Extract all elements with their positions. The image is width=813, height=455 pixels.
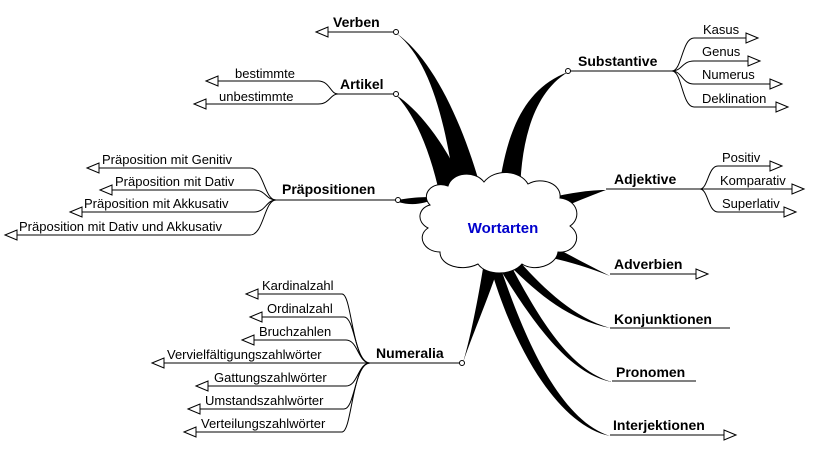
arrowhead-icon xyxy=(775,101,790,113)
child-label[interactable]: Kardinalzahl xyxy=(262,278,334,293)
connector-substantive xyxy=(498,72,568,200)
arrowhead-icon xyxy=(68,206,83,218)
connector-numeralia xyxy=(462,262,500,366)
child-label[interactable]: Vervielfältigungszahlwörter xyxy=(167,347,322,362)
branch-konjunktionen[interactable]: Konjunktionen xyxy=(610,311,730,329)
branch-verben[interactable]: Verben xyxy=(314,14,399,38)
child-label[interactable]: Verteilungszahlwörter xyxy=(201,416,326,431)
main-connectors xyxy=(396,33,612,436)
branch-label-numeralia[interactable]: Numeralia xyxy=(376,345,444,361)
child-label[interactable]: bestimmte xyxy=(235,66,295,81)
branch-label-substantive[interactable]: Substantive xyxy=(578,53,658,69)
branch-interjektionen[interactable]: Interjektionen xyxy=(610,417,738,441)
connector-pronomen xyxy=(498,264,612,382)
arrowhead-icon xyxy=(192,98,207,110)
child-label[interactable]: Umstandszahlwörter xyxy=(205,393,324,408)
branch-adverbien[interactable]: Adverbien xyxy=(610,256,710,280)
connector-interjektionen xyxy=(490,266,610,436)
arrowhead-icon xyxy=(85,162,100,174)
child-label[interactable]: Superlativ xyxy=(722,196,780,211)
child-label[interactable]: Numerus xyxy=(702,67,755,82)
arrowhead-icon xyxy=(783,206,798,218)
arrowhead-icon xyxy=(769,160,784,172)
branch-praepositionen[interactable]: Präpositionen Präposition mit Genitiv Pr… xyxy=(3,152,401,241)
child-label[interactable]: Präposition mit Genitiv xyxy=(102,152,233,167)
branch-label-adjektive[interactable]: Adjektive xyxy=(614,171,676,187)
branch-label-adverbien[interactable]: Adverbien xyxy=(614,256,682,272)
branch-substantive[interactable]: Substantive Kasus Genus Numerus Deklinat… xyxy=(565,22,790,113)
branch-pronomen[interactable]: Pronomen xyxy=(612,364,696,382)
arrowhead-icon xyxy=(186,403,201,415)
arrowhead-icon xyxy=(204,75,219,87)
arrowhead-icon xyxy=(194,380,209,392)
branch-label-artikel[interactable]: Artikel xyxy=(340,76,384,92)
arrowhead-icon xyxy=(3,229,18,241)
arrowhead-icon xyxy=(791,183,806,195)
arrowhead-icon xyxy=(244,288,259,300)
connector-verben xyxy=(396,33,482,192)
arrowhead-icon xyxy=(240,334,255,346)
branch-label-pronomen[interactable]: Pronomen xyxy=(616,364,685,380)
child-label[interactable]: Gattungszahlwörter xyxy=(214,370,327,385)
arrowhead-icon xyxy=(723,429,738,441)
arrowhead-icon xyxy=(182,426,197,438)
arrowhead-icon xyxy=(747,55,762,67)
child-label[interactable]: Präposition mit Dativ und Akkusativ xyxy=(19,219,223,234)
branch-label-praepositionen[interactable]: Präpositionen xyxy=(282,181,375,197)
child-label[interactable]: Komparativ xyxy=(720,173,786,188)
arrowhead-icon xyxy=(695,268,710,280)
child-label[interactable]: Kasus xyxy=(703,22,740,37)
connector-artikel xyxy=(396,95,468,196)
branch-adjektive[interactable]: Adjektive Positiv Komparativ Superlativ xyxy=(606,150,806,218)
connector-adverbien xyxy=(552,250,610,276)
branch-label-verben[interactable]: Verben xyxy=(333,14,380,30)
arrowhead-icon xyxy=(98,184,113,196)
child-label[interactable]: Ordinalzahl xyxy=(267,301,333,316)
child-label[interactable]: Präposition mit Dativ xyxy=(115,174,235,189)
arrowhead-icon xyxy=(314,26,329,38)
central-cloud[interactable] xyxy=(419,172,578,274)
arrowhead-icon xyxy=(150,357,165,369)
child-label[interactable]: Positiv xyxy=(722,150,761,165)
child-label[interactable]: unbestimmte xyxy=(219,89,293,104)
arrowhead-icon xyxy=(745,32,760,44)
branch-artikel[interactable]: Artikel bestimmte unbestimmte xyxy=(192,66,399,110)
arrowhead-icon xyxy=(769,78,784,90)
branch-label-interjektionen[interactable]: Interjektionen xyxy=(613,417,705,433)
child-label[interactable]: Präposition mit Akkusativ xyxy=(84,196,229,211)
connector-konjunktionen xyxy=(508,262,610,328)
child-label[interactable]: Deklination xyxy=(702,91,766,106)
arrowhead-icon xyxy=(248,311,263,323)
central-topic-label[interactable]: Wortarten xyxy=(468,220,539,237)
branch-numeralia[interactable]: Numeralia Kardinalzahl Ordinalzahl Bruch… xyxy=(150,278,465,438)
child-label[interactable]: Genus xyxy=(702,44,741,59)
child-label[interactable]: Bruchzahlen xyxy=(259,324,331,339)
branch-label-konjunktionen[interactable]: Konjunktionen xyxy=(614,311,712,327)
